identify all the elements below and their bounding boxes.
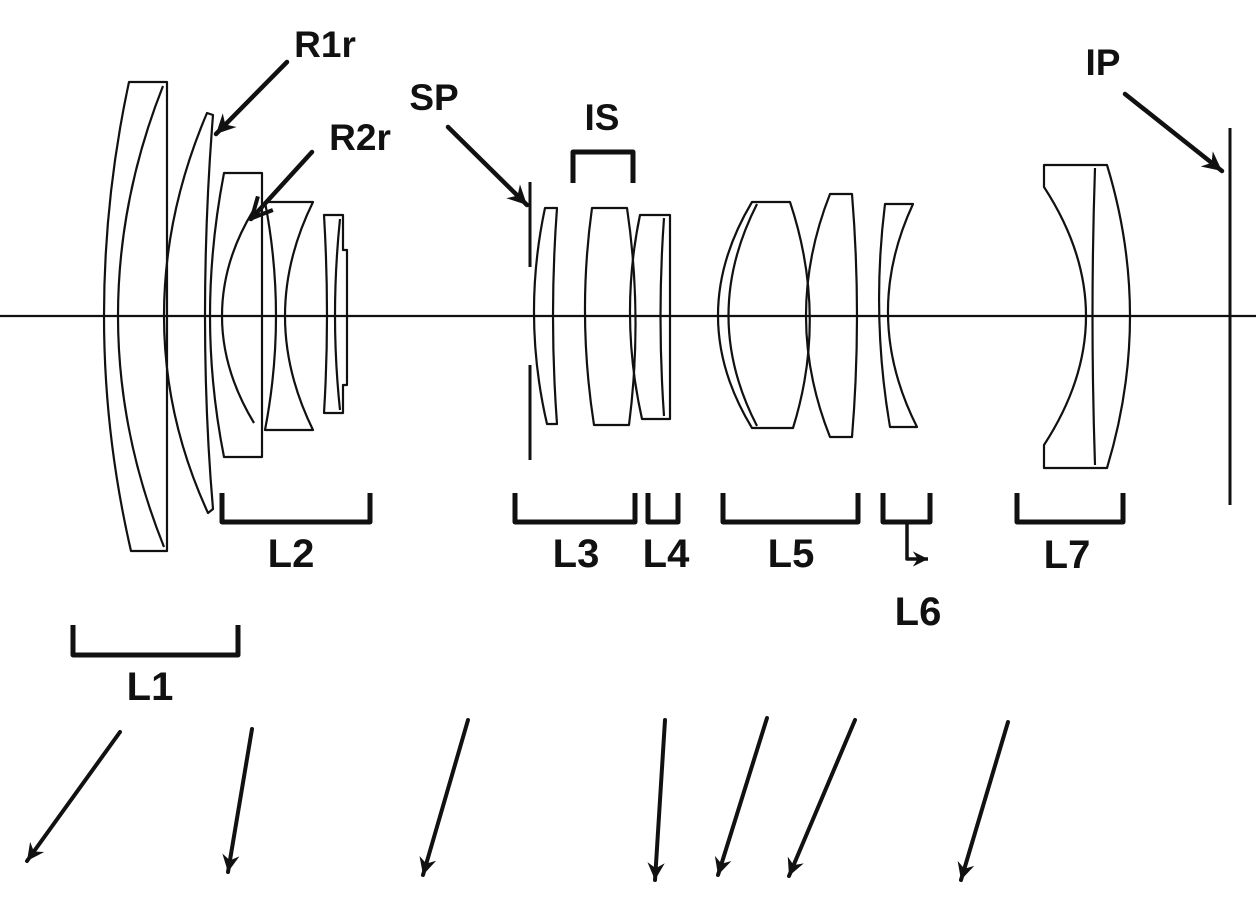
lens-element-l4-1-rear-surface: [659, 217, 666, 417]
label-l1: L1: [127, 665, 174, 709]
lens-element-l5-1-outline: [716, 200, 811, 430]
label-l2: L2: [268, 532, 315, 576]
r2r-arrow: [251, 149, 315, 219]
r1r-arrow: [213, 59, 290, 137]
label-sp: SP: [409, 77, 458, 118]
lens-element-l4-1-outline: [628, 213, 672, 421]
label-r1r: R1r: [294, 24, 356, 65]
lens-element-l7-cement-surface: [1091, 167, 1097, 466]
lens-group-l7: [1042, 163, 1132, 470]
movement-arrow-5: [714, 716, 769, 877]
lens-group-l4: [628, 213, 672, 421]
l4-bracket: [645, 493, 681, 525]
lens-group-l6: [877, 202, 919, 429]
lens-element-l1-1-outline: [102, 80, 169, 553]
sp-arrow: [445, 124, 530, 208]
label-l3: L3: [553, 532, 600, 576]
lens-element-l6-1-outline: [877, 202, 919, 429]
l5-bracket: [720, 493, 861, 525]
ip-arrow: [1122, 91, 1225, 174]
lens-group-l3: [532, 206, 637, 427]
lens-element-l7-outline: [1042, 163, 1132, 470]
movement-arrow-4: [647, 718, 667, 882]
label-is: IS: [585, 97, 620, 138]
lens-element-l3-2-outline: [583, 206, 637, 427]
lens-element-l2-3-rear-surface: [333, 218, 342, 411]
l1-bracket: [70, 625, 241, 658]
lens-element-l3-1-outline: [532, 206, 559, 426]
lens-element-l5-2-outline: [804, 192, 859, 439]
l6-pointer-arrow: [905, 523, 928, 567]
lens-element-l1-1-rear-surface: [116, 85, 166, 548]
movement-arrow-7: [957, 720, 1010, 882]
l7-bracket: [1014, 493, 1126, 525]
l6-bracket: [880, 493, 933, 525]
movement-arrow-3: [419, 718, 470, 877]
movement-arrow-6: [787, 718, 857, 878]
lens-element-l1-2-outline: [162, 111, 215, 515]
label-l7: L7: [1044, 533, 1091, 577]
label-l4: L4: [643, 532, 690, 576]
lens-group-l2: [208, 171, 349, 459]
lens-element-l5-1-cement-surface: [727, 203, 758, 427]
label-ip: IP: [1086, 42, 1121, 83]
movement-arrow-2: [222, 727, 254, 874]
lens-group-l5: [716, 192, 859, 439]
lens-element-l2-1-rear-surface: [220, 210, 255, 424]
label-r2r: R2r: [329, 117, 391, 158]
lens-element-l2-1-outline: [208, 171, 264, 459]
l3-bracket: [512, 493, 638, 525]
l2-bracket: [219, 493, 373, 525]
label-l6: L6: [895, 590, 942, 634]
lens-element-l2-2-outline: [263, 200, 315, 432]
lens-group-l1: [102, 80, 215, 553]
lens-element-l2-3-outline: [322, 213, 349, 415]
label-l5: L5: [768, 532, 815, 576]
movement-arrow-1: [25, 730, 122, 863]
is-bracket: [570, 149, 636, 183]
